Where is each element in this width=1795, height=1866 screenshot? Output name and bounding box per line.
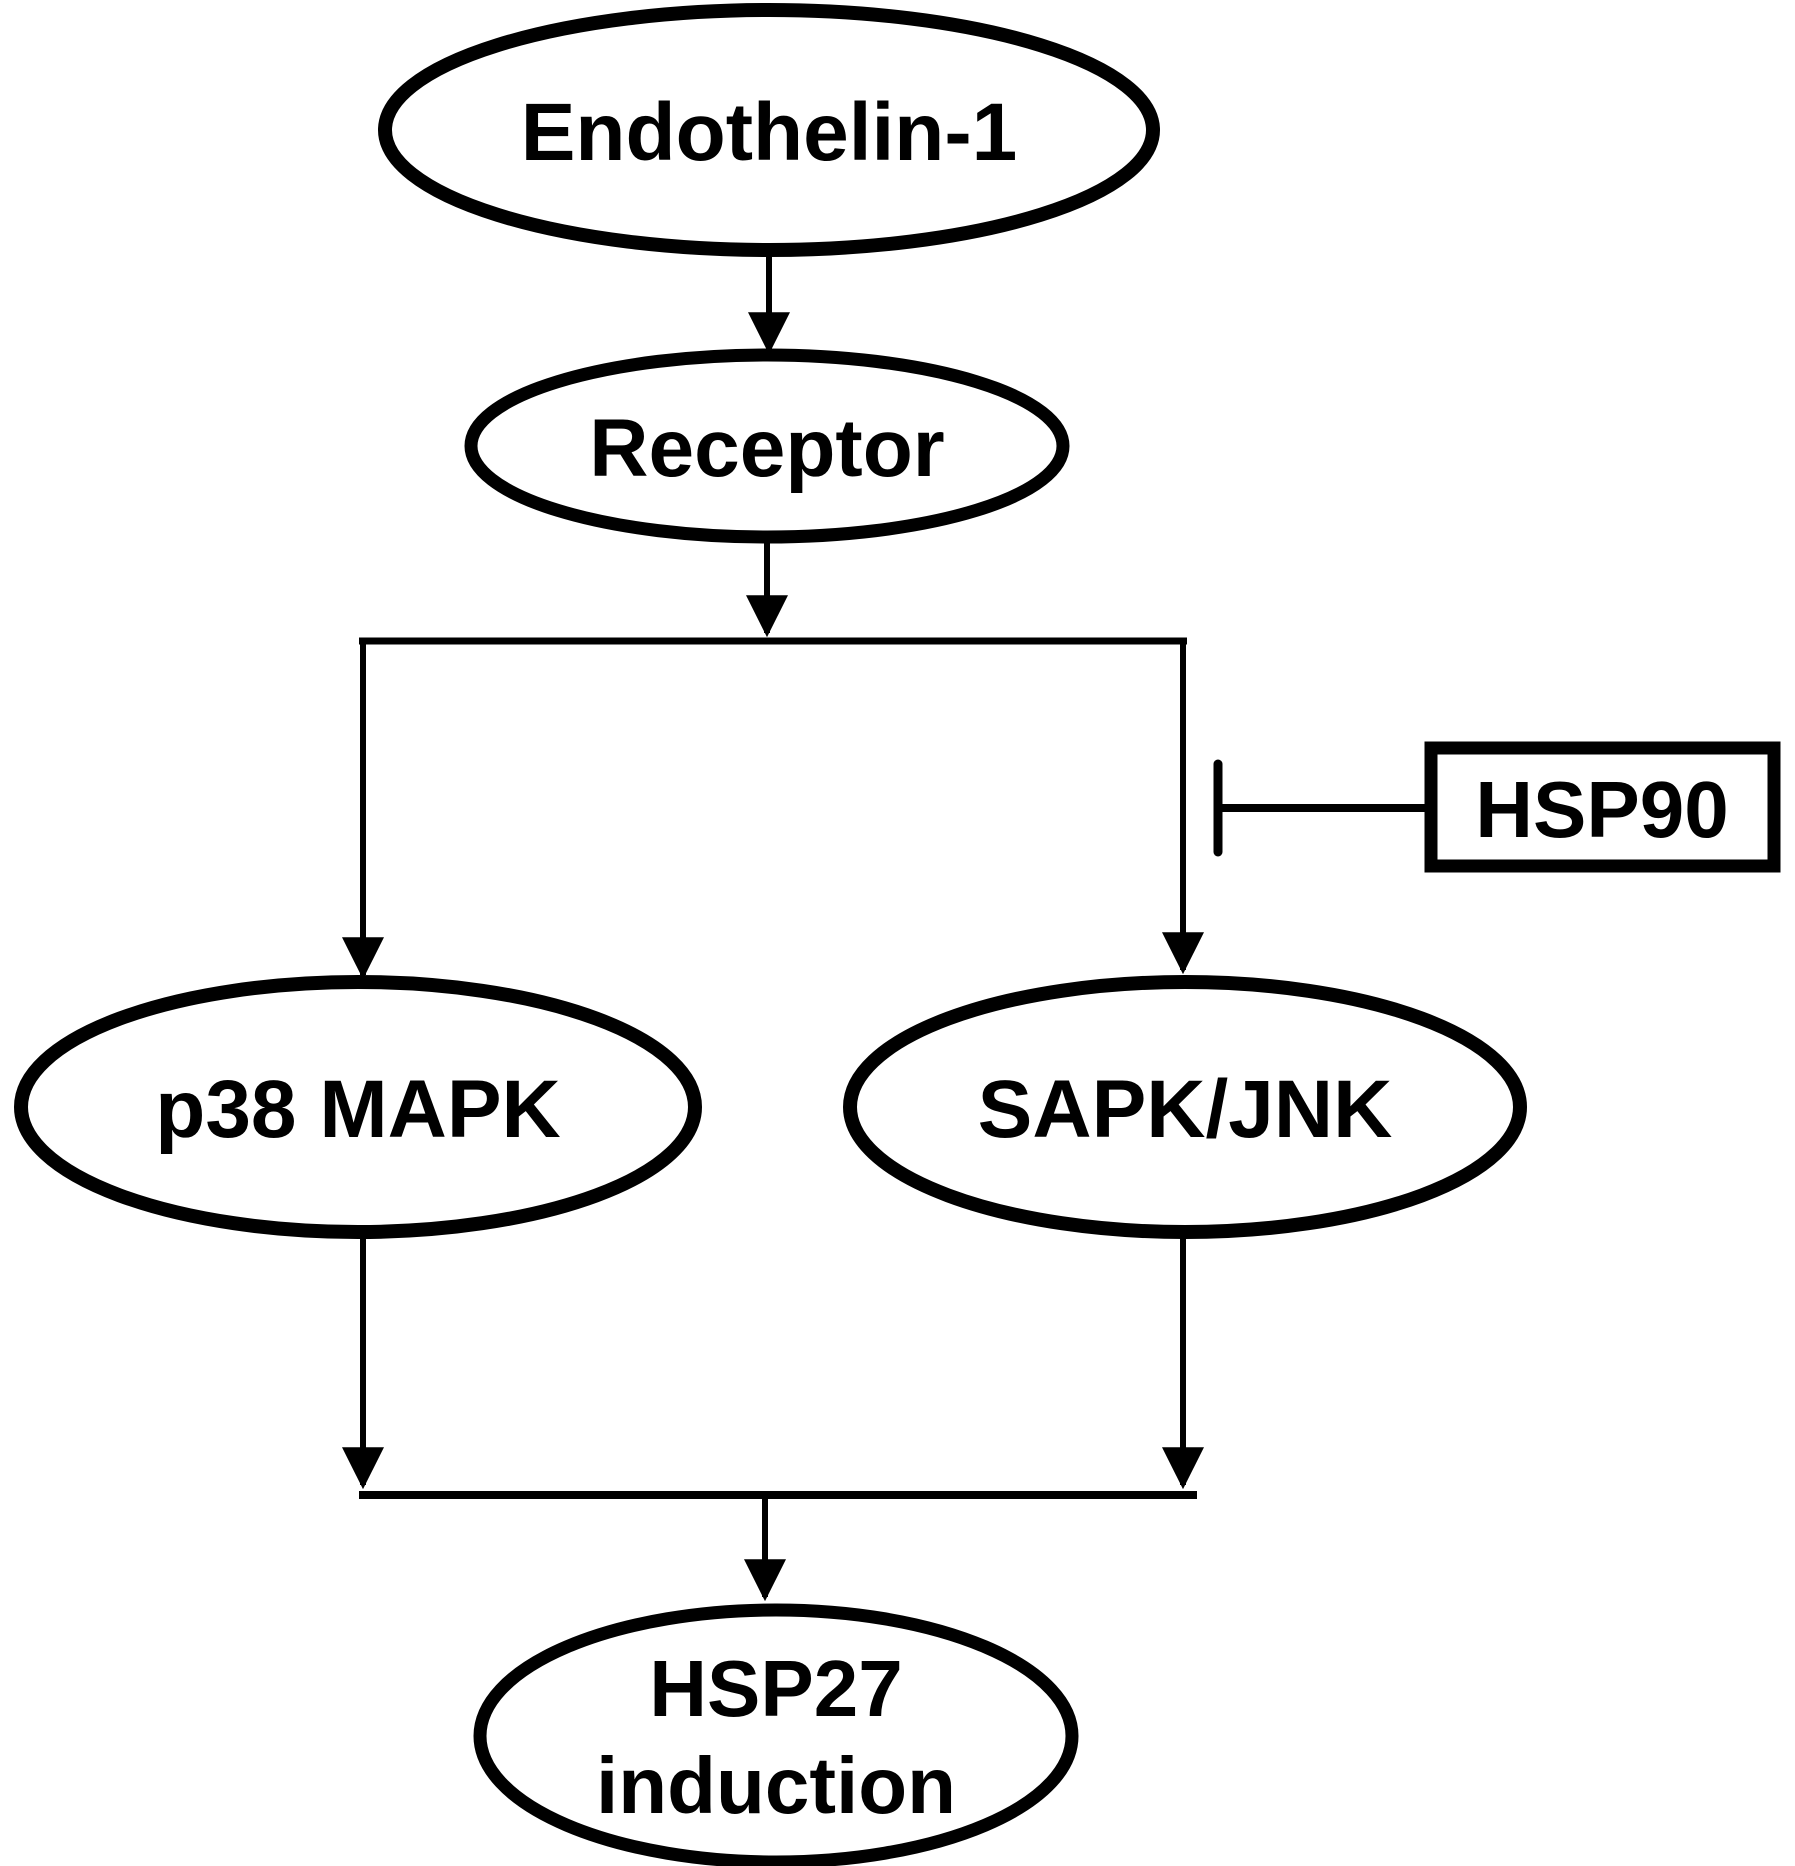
hsp90-label: HSP90 [1475, 765, 1728, 854]
endothelin1-ellipse [378, 3, 1160, 257]
sapk-jnk-ellipse [843, 975, 1527, 1239]
inhibition-hsp90-branch [1213, 759, 1425, 857]
endothelin1-label: Endothelin-1 [521, 87, 1018, 178]
node-p38-mapk: p38 MAPK [14, 975, 702, 1239]
node-endothelin1: Endothelin-1 [378, 3, 1160, 257]
sapk-jnk-label: SAPK/JNK [978, 1064, 1393, 1155]
hsp90-box [1424, 741, 1781, 873]
receptor-ellipse [464, 348, 1070, 544]
node-receptor: Receptor [464, 348, 1070, 544]
hsp27-label-line2: induction [596, 1741, 956, 1830]
node-hsp27-induction: HSP27 induction [473, 1603, 1079, 1866]
hsp27-label-line1: HSP27 [649, 1644, 902, 1733]
receptor-label: Receptor [589, 403, 944, 494]
branch-split [342, 637, 1204, 980]
node-hsp90: HSP90 [1424, 741, 1781, 873]
p38-mapk-ellipse [14, 975, 702, 1239]
convergence [359, 1491, 1197, 1602]
p38-mapk-label: p38 MAPK [155, 1064, 561, 1155]
hsp27-ellipse [473, 1603, 1079, 1866]
node-sapk-jnk: SAPK/JNK [843, 975, 1527, 1239]
